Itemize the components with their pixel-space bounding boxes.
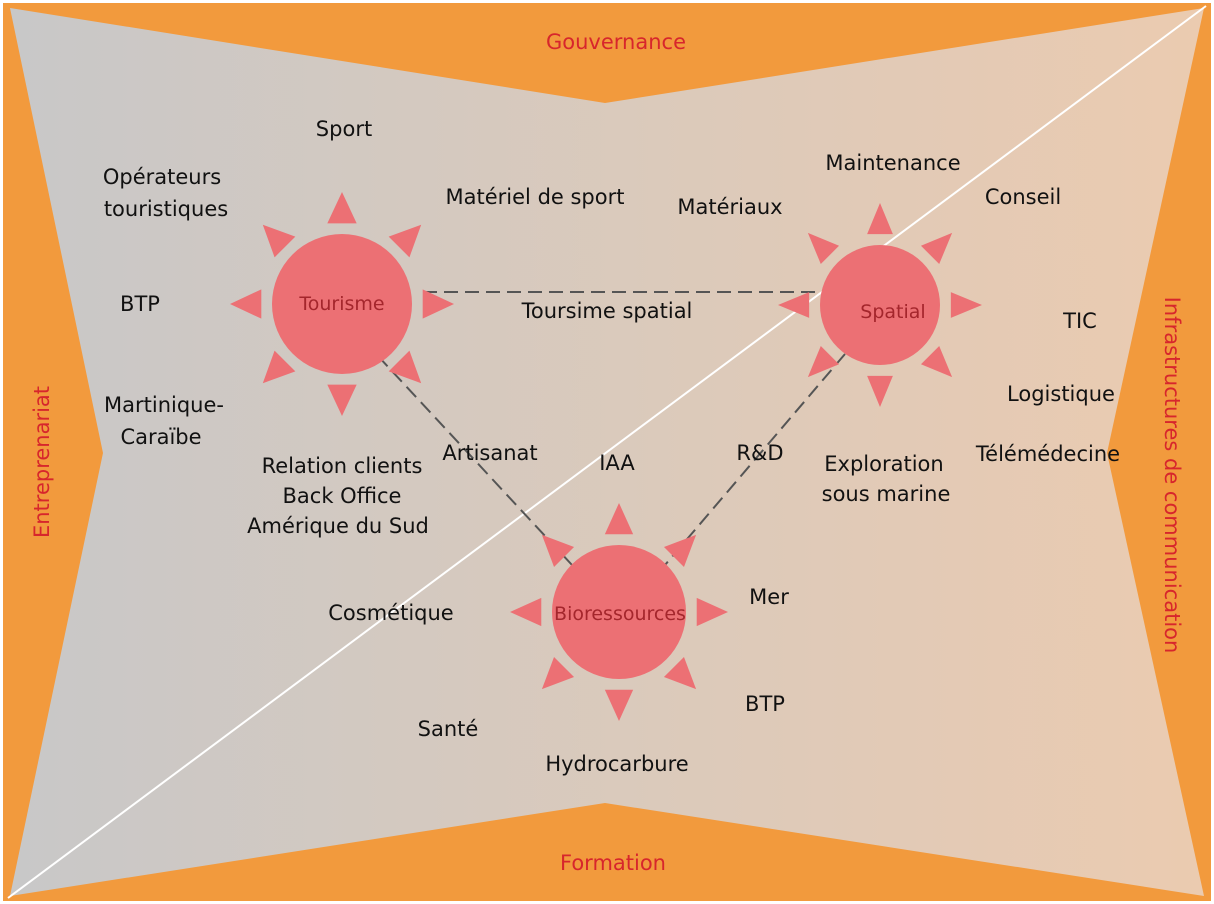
sun-tourisme-ray xyxy=(388,350,422,384)
sun-tourisme-ray xyxy=(327,384,357,416)
sun-spatial-ray xyxy=(867,375,893,407)
label-hydrocarbure: Hydrocarbure xyxy=(545,752,689,776)
border-label-top: Gouvernance xyxy=(546,30,686,54)
sun-spatial-ray xyxy=(807,345,840,378)
sun-bioressources xyxy=(510,503,728,721)
label-exploration-line2: sous marine xyxy=(821,482,951,506)
sun-bioressources-ray xyxy=(663,534,697,568)
sun-bioressources-ray xyxy=(663,656,697,690)
label-tic: TIC xyxy=(1063,309,1097,333)
sun-tourisme-circle xyxy=(272,234,412,374)
sun-spatial-ray xyxy=(950,292,982,318)
label-operateurs-line1: Opérateurs xyxy=(102,165,222,189)
label-btp-tourisme: BTP xyxy=(120,292,160,316)
label-conseil: Conseil xyxy=(984,185,1062,209)
sun-spatial-ray xyxy=(867,203,893,235)
sun-bioressources-ray xyxy=(541,534,575,568)
hub-label-bioressources: Bioressources xyxy=(554,603,686,625)
sun-tourisme-ray xyxy=(262,224,296,258)
label-sport: Sport xyxy=(315,117,373,141)
sun-bioressources-circle xyxy=(552,545,686,679)
link-spatial-bioressources xyxy=(664,353,846,566)
hub-label-tourisme: Tourisme xyxy=(299,293,385,315)
label-maintenance: Maintenance xyxy=(825,151,961,175)
label-btp-bio: BTP xyxy=(745,692,785,716)
label-exploration-line1: Exploration xyxy=(824,452,944,476)
sun-tourisme-ray xyxy=(388,224,422,258)
sun-bioressources-ray xyxy=(541,656,575,690)
link-tourisme-bioressources xyxy=(377,355,573,566)
label-relation-line3: Amérique du Sud xyxy=(247,514,429,538)
label-martinique-line1: Martinique- xyxy=(104,393,224,417)
border-label-bottom: Formation xyxy=(560,851,666,875)
sun-bioressources-ray xyxy=(696,597,728,627)
border-label-left: Entreprenariat xyxy=(30,385,54,539)
sun-bioressources-ray xyxy=(510,597,542,627)
label-mer: Mer xyxy=(749,585,789,609)
sun-bioressources-ray xyxy=(604,689,634,721)
sun-tourisme-ray xyxy=(327,192,357,224)
sun-spatial-ray xyxy=(920,232,953,265)
sun-spatial-ray xyxy=(778,292,810,318)
link-label-tourisme-spatial: Toursime spatial xyxy=(521,299,693,323)
diagonal-line xyxy=(7,5,1207,899)
border-label-right: Infrastructures de communication xyxy=(1160,296,1184,654)
label-relation-line1: Relation clients xyxy=(261,454,423,478)
sun-tourisme-ray xyxy=(230,289,262,319)
sun-spatial xyxy=(778,203,982,407)
hub-label-spatial: Spatial xyxy=(860,301,926,323)
label-sante: Santé xyxy=(417,717,479,741)
label-materiel-sport: Matériel de sport xyxy=(445,185,625,209)
label-materiaux: Matériaux xyxy=(677,195,783,219)
sun-tourisme-ray xyxy=(422,289,454,319)
link-label-artisanat: Artisanat xyxy=(442,441,538,465)
sun-tourisme xyxy=(230,192,454,416)
label-relation-line2: Back Office xyxy=(282,484,402,508)
sun-bioressources-ray xyxy=(604,503,634,535)
sun-spatial-ray xyxy=(807,232,840,265)
label-cosmetique: Cosmétique xyxy=(328,601,454,625)
sun-tourisme-ray xyxy=(262,350,296,384)
label-operateurs-line2: touristiques xyxy=(103,197,229,221)
label-martinique-line2: Caraïbe xyxy=(120,425,202,449)
link-label-iaa: IAA xyxy=(599,451,635,475)
sun-spatial-ray xyxy=(920,345,953,378)
label-logistique: Logistique xyxy=(1007,382,1115,406)
link-label-rd: R&D xyxy=(736,441,784,465)
sun-spatial-circle xyxy=(820,245,940,365)
label-telemedecine: Télémédecine xyxy=(975,442,1121,466)
